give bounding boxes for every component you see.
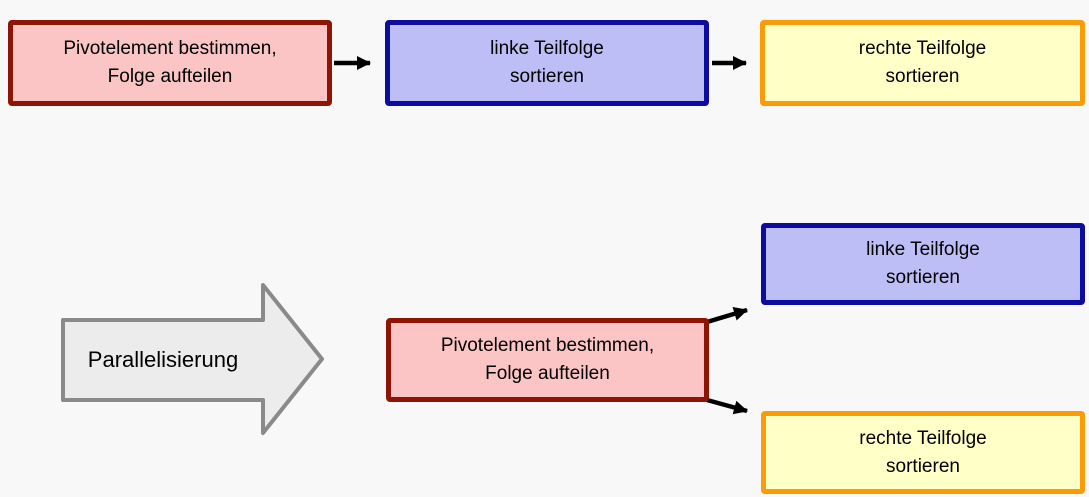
box-top-right-label: rechte Teilfolge sortieren [858,38,987,87]
box-top-right-subsequence: rechte Teilfolge sortieren [760,20,1085,106]
box-bottom-pivot-label: Pivotelement bestimmen, Folge aufteilen [440,335,655,384]
arrow-bottom-pivot-to-left-icon [706,307,748,325]
box-bottom-right-label: rechte Teilfolge sortieren [859,427,987,477]
box-bottom-right-subsequence: rechte Teilfolge sortieren [761,411,1085,494]
box-bottom-left-subsequence: linke Teilfolge sortieren [761,223,1085,305]
box-top-left-subsequence: linke Teilfolge sortieren [385,20,709,106]
box-top-left-label: linke Teilfolge sortieren [490,38,604,87]
arrow-bottom-pivot-to-right-icon [706,397,748,415]
box-top-pivot: Pivotelement bestimmen, Folge aufteilen [8,20,332,106]
box-bottom-pivot: Pivotelement bestimmen, Folge aufteilen [386,318,709,402]
parallelization-label: Parallelisierung [87,347,239,372]
box-top-pivot-label: Pivotelement bestimmen, Folge aufteilen [63,38,277,87]
box-bottom-left-label: linke Teilfolge sortieren [866,239,980,288]
